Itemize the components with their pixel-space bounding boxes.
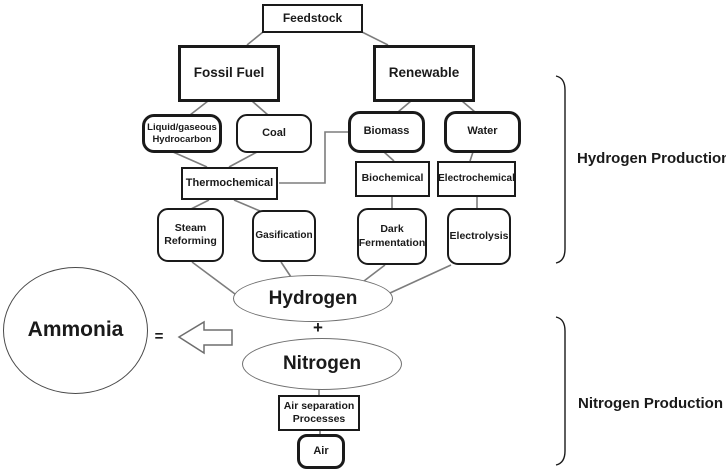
connector-darkferm-hydrogen (363, 264, 386, 282)
connector-water-electrochemical (469, 151, 474, 162)
connector-thermochemical-steam (190, 199, 210, 210)
connector-fossil-hydrocarbon (189, 100, 209, 116)
connector-thermochemical-gasification (233, 199, 261, 212)
node-water: Water (444, 111, 521, 153)
left-arrow-icon (177, 320, 233, 355)
node-hydrogen: Hydrogen (233, 275, 393, 322)
connector-biomass-thermochemical (279, 131, 348, 184)
connector-biomass-biochemical (383, 151, 395, 162)
node-air: Air (297, 434, 345, 469)
equals-operator: = (154, 327, 164, 345)
node-ammonia: Ammonia (3, 267, 148, 394)
connector-feedstock-fossil (246, 31, 264, 46)
connector-fossil-coal (251, 100, 269, 116)
node-feedstock: Feedstock (262, 4, 363, 33)
hydrogen-production-bracket (555, 75, 566, 264)
node-thermochemical: Thermochemical (181, 167, 278, 200)
connector-renewable-water (461, 100, 476, 113)
node-electrolysis: Electrolysis (447, 208, 511, 265)
nitrogen-production-bracket (555, 316, 566, 466)
node-nitrogen: Nitrogen (242, 338, 402, 390)
node-biochemical: Biochemical (355, 161, 430, 197)
connector-renewable-biomass (397, 100, 412, 113)
node-steam-reforming: Steam Reforming (157, 208, 224, 262)
node-liquid-gaseous-hydrocarbon: Liquid/gaseous Hydrocarbon (142, 114, 222, 153)
connector-electrolysis-hydrogen (389, 264, 452, 294)
nitrogen-production-label: Nitrogen Production (578, 395, 723, 412)
node-gasification: Gasification (252, 210, 316, 262)
node-dark-fermentation: Dark Fermentation (357, 208, 427, 265)
connector-coal-thermochemical (228, 151, 258, 168)
plus-operator: + (313, 318, 323, 337)
hydrogen-production-label: Hydrogen Production (577, 150, 726, 167)
connector-gasification-hydrogen (280, 261, 292, 278)
connector-feedstock-renewable (361, 31, 389, 46)
connector-hydrocarbon-thermochemical (172, 151, 208, 168)
node-electrochemical: Electrochemical (437, 161, 516, 197)
node-renewable: Renewable (373, 45, 475, 102)
node-air-separation-processes: Air separation Processes (278, 395, 360, 431)
node-biomass: Biomass (348, 111, 425, 153)
connector-steam-hydrogen (191, 261, 240, 298)
node-fossil-fuel: Fossil Fuel (178, 45, 280, 102)
node-coal: Coal (236, 114, 312, 153)
